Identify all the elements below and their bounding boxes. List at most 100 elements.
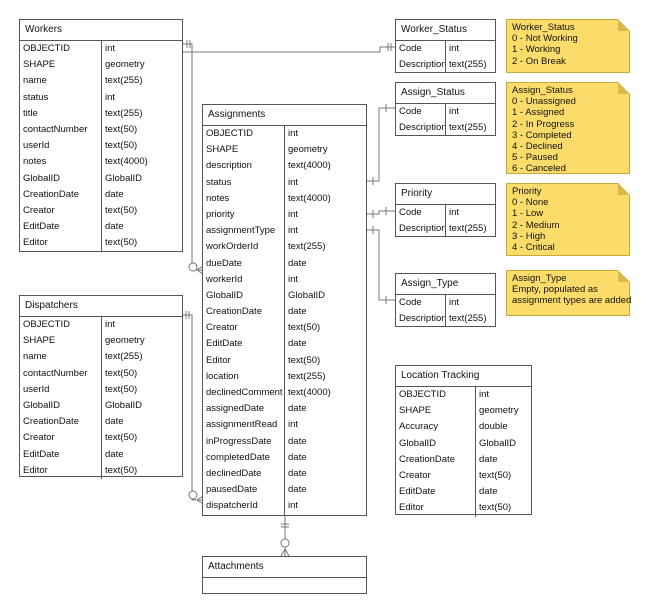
field-type: int: [288, 419, 299, 431]
note-line: 0 - None: [512, 197, 549, 209]
note-line: 6 - Canceled: [512, 163, 566, 175]
note-line: Assign_Status: [512, 85, 573, 96]
field-name: contactNumber: [20, 365, 102, 382]
field-name: EditDate: [203, 336, 285, 353]
field-name: Editor: [20, 235, 102, 252]
field-name: OBJECTID: [20, 41, 102, 58]
field-name: Code: [396, 205, 446, 222]
field-type: int: [449, 43, 460, 54]
field-type: GlobalID: [105, 399, 142, 411]
field-name: GlobalID: [396, 435, 476, 452]
field-type: geometry: [105, 59, 145, 71]
field-name: description: [203, 158, 285, 175]
note-fold-corner: [618, 183, 630, 195]
connector-workers-worker-status: [182, 46, 396, 53]
field-name: declinedComment: [203, 385, 285, 402]
table-title: Priority: [396, 184, 495, 205]
note-line: Worker_Status: [512, 22, 575, 33]
field-type: int: [288, 176, 299, 188]
field-name: Creator: [396, 467, 476, 485]
field-type: int: [105, 91, 116, 103]
field-name: notes: [20, 154, 102, 171]
field-type: date: [288, 338, 307, 350]
table-title: Attachments: [203, 557, 366, 578]
field-name: Editor: [20, 462, 102, 479]
note-line: 2 - In Progress: [512, 118, 575, 130]
field-name: Description: [396, 57, 446, 74]
field-type: text(255): [449, 223, 487, 235]
field-type: geometry: [105, 335, 145, 347]
note-line: assignment types are added: [512, 295, 632, 307]
field-type: text(50): [479, 469, 512, 481]
note-fold-corner: [618, 270, 630, 282]
field-type: text(255): [449, 313, 487, 325]
field-name: dueDate: [203, 255, 285, 272]
field-type: text(255): [105, 351, 143, 363]
field-name: Description: [396, 120, 446, 137]
table-title: Location Tracking: [396, 366, 531, 387]
field-name: assignedDate: [203, 401, 285, 418]
field-type: text(255): [288, 241, 326, 253]
connector-dispatchers-assignments: [182, 314, 203, 501]
field-type: date: [105, 188, 124, 200]
field-type: geometry: [288, 144, 328, 156]
field-name: Code: [396, 41, 446, 58]
field-type: text(255): [449, 122, 487, 134]
field-name: notes: [203, 190, 285, 207]
field-type: date: [288, 467, 307, 479]
field-type: text(50): [105, 140, 138, 152]
field-name: GlobalID: [20, 170, 102, 187]
field-name: Editor: [203, 352, 285, 369]
field-name: Description: [396, 221, 446, 238]
field-type: int: [288, 225, 299, 237]
table-title: Assign_Status: [396, 83, 495, 104]
field-name: status: [20, 89, 102, 106]
field-type: text(50): [105, 204, 138, 216]
field-type: text(4000): [288, 387, 331, 398]
field-type: int: [449, 297, 460, 308]
field-type: text(50): [288, 354, 321, 366]
field-name: userId: [20, 138, 102, 155]
note-line: 0 - Not Working: [512, 33, 578, 45]
field-type: date: [288, 306, 307, 318]
field-name: SHAPE: [203, 142, 285, 159]
field-name: workerId: [203, 271, 285, 288]
field-type: text(50): [288, 322, 321, 334]
field-type: geometry: [479, 405, 519, 417]
field-name: assignmentRead: [203, 417, 285, 434]
